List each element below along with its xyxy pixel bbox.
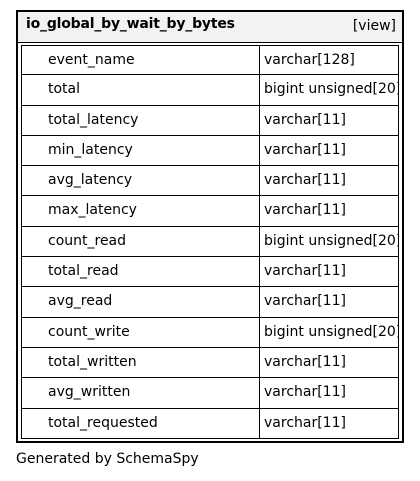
column-type: varchar[11] bbox=[260, 257, 399, 287]
column-name: total_latency bbox=[21, 105, 260, 135]
column-row: total_read varchar[11] bbox=[21, 257, 399, 288]
generated-by-footer: Generated by SchemaSpy bbox=[16, 451, 199, 467]
column-type: varchar[11] bbox=[260, 378, 399, 408]
column-name: avg_latency bbox=[21, 166, 260, 196]
column-type: varchar[11] bbox=[260, 196, 399, 226]
column-row: avg_read varchar[11] bbox=[21, 287, 399, 318]
column-type: varchar[11] bbox=[260, 287, 399, 317]
column-row: avg_written varchar[11] bbox=[21, 378, 399, 409]
column-type: varchar[11] bbox=[260, 347, 399, 378]
column-name: min_latency bbox=[21, 135, 260, 166]
column-name: total_read bbox=[21, 257, 260, 287]
table-name: io_global_by_wait_by_bytes bbox=[26, 16, 235, 32]
column-type: varchar[11] bbox=[260, 135, 399, 166]
column-type: bigint unsigned[20] bbox=[260, 226, 399, 257]
column-row: min_latency varchar[11] bbox=[21, 135, 399, 167]
column-name: count_write bbox=[21, 317, 260, 347]
column-row: total_written varchar[11] bbox=[21, 347, 399, 379]
column-row: count_read bigint unsigned[20] bbox=[21, 226, 399, 258]
column-type: bigint unsigned[20] bbox=[260, 75, 399, 105]
column-list: event_name varchar[128] total bigint uns… bbox=[18, 43, 402, 441]
column-row: total_requested varchar[11] bbox=[21, 408, 399, 439]
column-name: count_read bbox=[21, 226, 260, 257]
column-row: total_latency varchar[11] bbox=[21, 105, 399, 136]
column-type: bigint unsigned[20] bbox=[260, 317, 399, 347]
column-type: varchar[11] bbox=[260, 105, 399, 135]
column-name: total_requested bbox=[21, 408, 260, 438]
entity-table: io_global_by_wait_by_bytes [view] event_… bbox=[16, 10, 404, 443]
column-type: varchar[11] bbox=[260, 408, 399, 438]
column-row: total bigint unsigned[20] bbox=[21, 75, 399, 106]
column-name: avg_read bbox=[21, 287, 260, 317]
column-name: max_latency bbox=[21, 196, 260, 226]
column-name: avg_written bbox=[21, 378, 260, 408]
column-row: event_name varchar[128] bbox=[21, 45, 399, 76]
column-row: max_latency varchar[11] bbox=[21, 196, 399, 227]
column-row: avg_latency varchar[11] bbox=[21, 166, 399, 197]
table-header: io_global_by_wait_by_bytes [view] bbox=[18, 12, 402, 43]
table-kind-label: [view] bbox=[352, 18, 396, 34]
column-name: total bbox=[21, 75, 260, 105]
column-row: count_write bigint unsigned[20] bbox=[21, 317, 399, 348]
column-name: event_name bbox=[21, 45, 260, 75]
column-name: total_written bbox=[21, 347, 260, 378]
column-type: varchar[11] bbox=[260, 166, 399, 196]
column-type: varchar[128] bbox=[260, 45, 399, 75]
